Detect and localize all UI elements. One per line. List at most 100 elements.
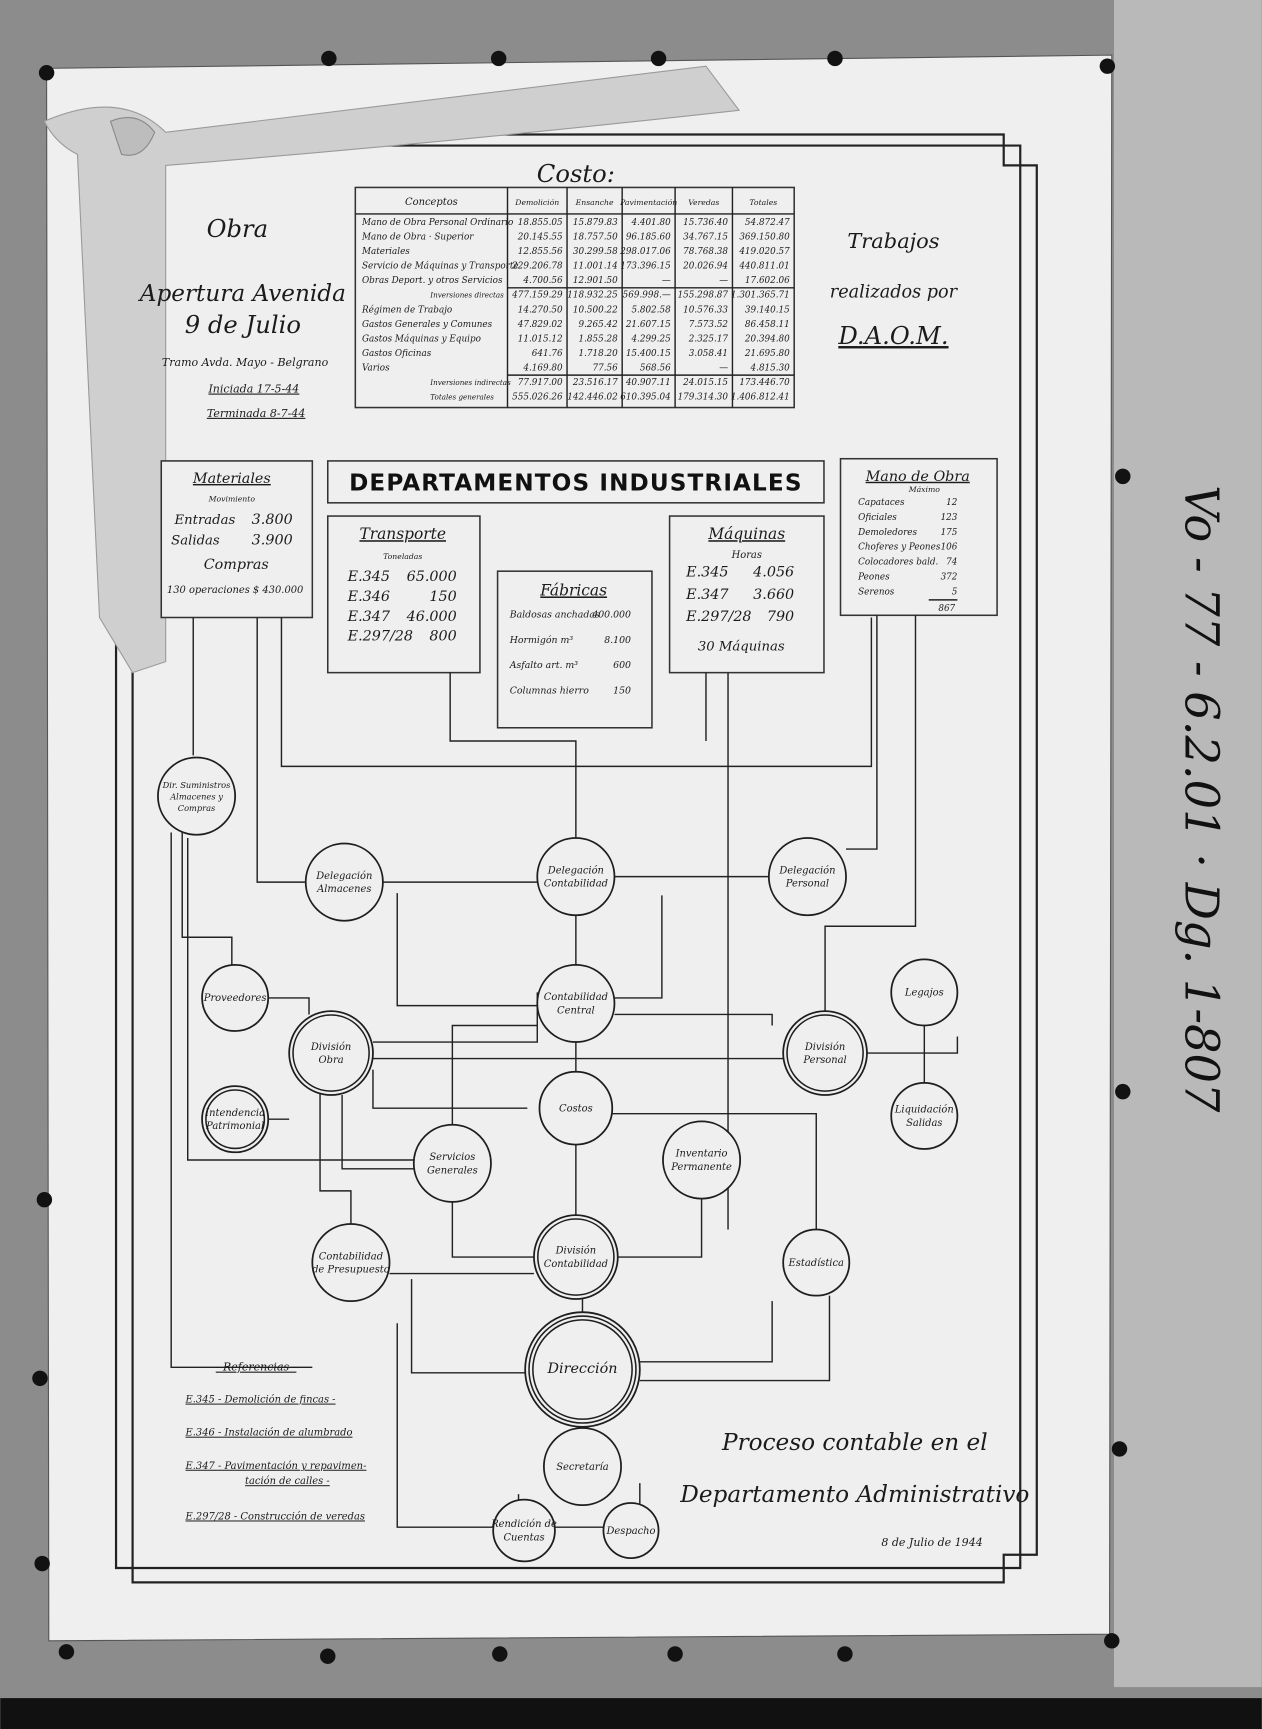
pin [321,50,337,67]
list-label: Baldosas anchadas [509,610,600,621]
list-label: Colocadores bald. [858,558,938,568]
node-circle [201,963,270,1032]
node-label: Personal [785,879,829,890]
cost-cell: 11.001.14 [573,262,618,272]
cost-cell: 1.301.365.71 [731,291,790,301]
cost-cell: 173.446.70 [739,378,790,388]
column-header: Demolición [514,198,559,207]
trabajos-line1: Trabajos [847,229,939,253]
node-ring [786,1014,864,1092]
materiales-title: Materiales [192,471,271,487]
cost-concept: Totales generales [430,393,494,402]
list-label: Demoledores [857,528,917,538]
list-label: Hormigón m³ [509,635,574,646]
obra-terminada: Terminada 8-7-44 [207,407,306,420]
board-right-strip [1113,0,1262,1688]
cost-cell: 96.185.60 [626,233,671,243]
list-label: E.345 [685,565,728,581]
node-circle [602,1502,660,1559]
node-label: Cuentas [503,1532,544,1543]
cost-cell: 15.400.15 [626,349,671,359]
cost-cell: 34.767.15 [683,233,728,243]
list-label: E.297/28 [347,629,413,645]
pins [32,50,1131,1664]
cost-concept: Gastos Generales y Comunes [362,320,493,330]
cost-cell: 3.058.41 [689,349,728,359]
column-header: Ensanche [575,198,614,207]
list-value: 800 [429,629,456,645]
node-ring [528,1315,637,1424]
cost-cell: 4.401.80 [630,218,671,228]
list-value: 150 [613,686,631,697]
compras-detail: 130 operaciones $ 430.000 [167,585,303,596]
referencias: - Referencias - E.345 - Demolición de fi… [185,1361,367,1523]
node-label: Intendencia [204,1108,265,1119]
node-costos: Costos [538,1070,614,1146]
node-label: Permanente [670,1162,732,1173]
node-label: de Presupuesto [312,1264,390,1275]
list-value: 65.000 [407,569,457,585]
referencias-title: - Referencias - [216,1361,297,1374]
pin [32,1370,48,1387]
node-ring [292,1014,370,1092]
cost-cell: 1.406.812.41 [731,393,790,403]
node-label: Patrimonial [205,1121,264,1132]
list-value: 74 [946,558,957,568]
cost-cell: 12.855.56 [518,247,563,257]
cost-cell: 568.56 [640,364,671,374]
banner-title: DEPARTAMENTOS INDUSTRIALES [349,471,802,497]
mano-obra-frame [839,457,998,617]
pin [1111,1441,1128,1457]
list-value: 150 [429,589,456,605]
node-label: Delegación [547,865,604,876]
node-label: Servicios [429,1152,475,1163]
list-value: 400.000 [591,610,631,621]
node-label: Personal [802,1055,846,1066]
list-label: Capataces [858,498,905,508]
node-label: Dir. Suministros [162,780,231,790]
compras-label: Compras [204,557,269,573]
cost-cell: 173.396.15 [620,262,671,272]
node-label: Compras [178,803,216,813]
node-ring [532,1319,633,1420]
cost-cell: 14.270.50 [518,305,563,315]
cost-cell: 7.573.52 [689,320,729,330]
node-circle [782,1228,851,1297]
materiales-frame [160,460,314,619]
cost-cell: 142.446.02 [567,393,618,403]
trabajos-line2: realizados por [830,283,959,303]
cost-cell: 21.607.15 [625,320,671,330]
list-value: 46.000 [406,609,457,625]
mano-obra-total: 867 [938,604,955,614]
cost-title: Costo: [537,159,615,188]
cost-concept: Servicio de Máquinas y Transporte [362,261,519,272]
maquinas-title: Máquinas [707,525,785,543]
node-secretaria: Secretaría [543,1427,622,1507]
cost-cell: — [662,276,671,286]
cost-cell: 10.576.33 [683,305,728,315]
cost-concept: Gastos Máquinas y Equipo [362,333,481,344]
node-label: Liquidación [894,1105,954,1116]
node-circle [536,837,616,917]
cost-cell: 18.855.05 [518,218,563,228]
salidas-value: 3.900 [252,533,293,549]
banner-box [326,460,825,504]
node-despacho: Despacho [602,1502,660,1559]
archive-note: Vo - 77 - 6.2.01 · Dg. 1-807 [1175,485,1229,1113]
cost-cell: 440.811.01 [738,262,789,272]
cost-cell: 23.516.17 [572,378,618,388]
cost-cell: 78.768.38 [683,247,728,257]
node-estadistica: Estadística [782,1228,851,1297]
node-label: Central [557,1005,595,1016]
pin [1115,1083,1131,1100]
cost-cell: 9.265.42 [579,320,619,330]
